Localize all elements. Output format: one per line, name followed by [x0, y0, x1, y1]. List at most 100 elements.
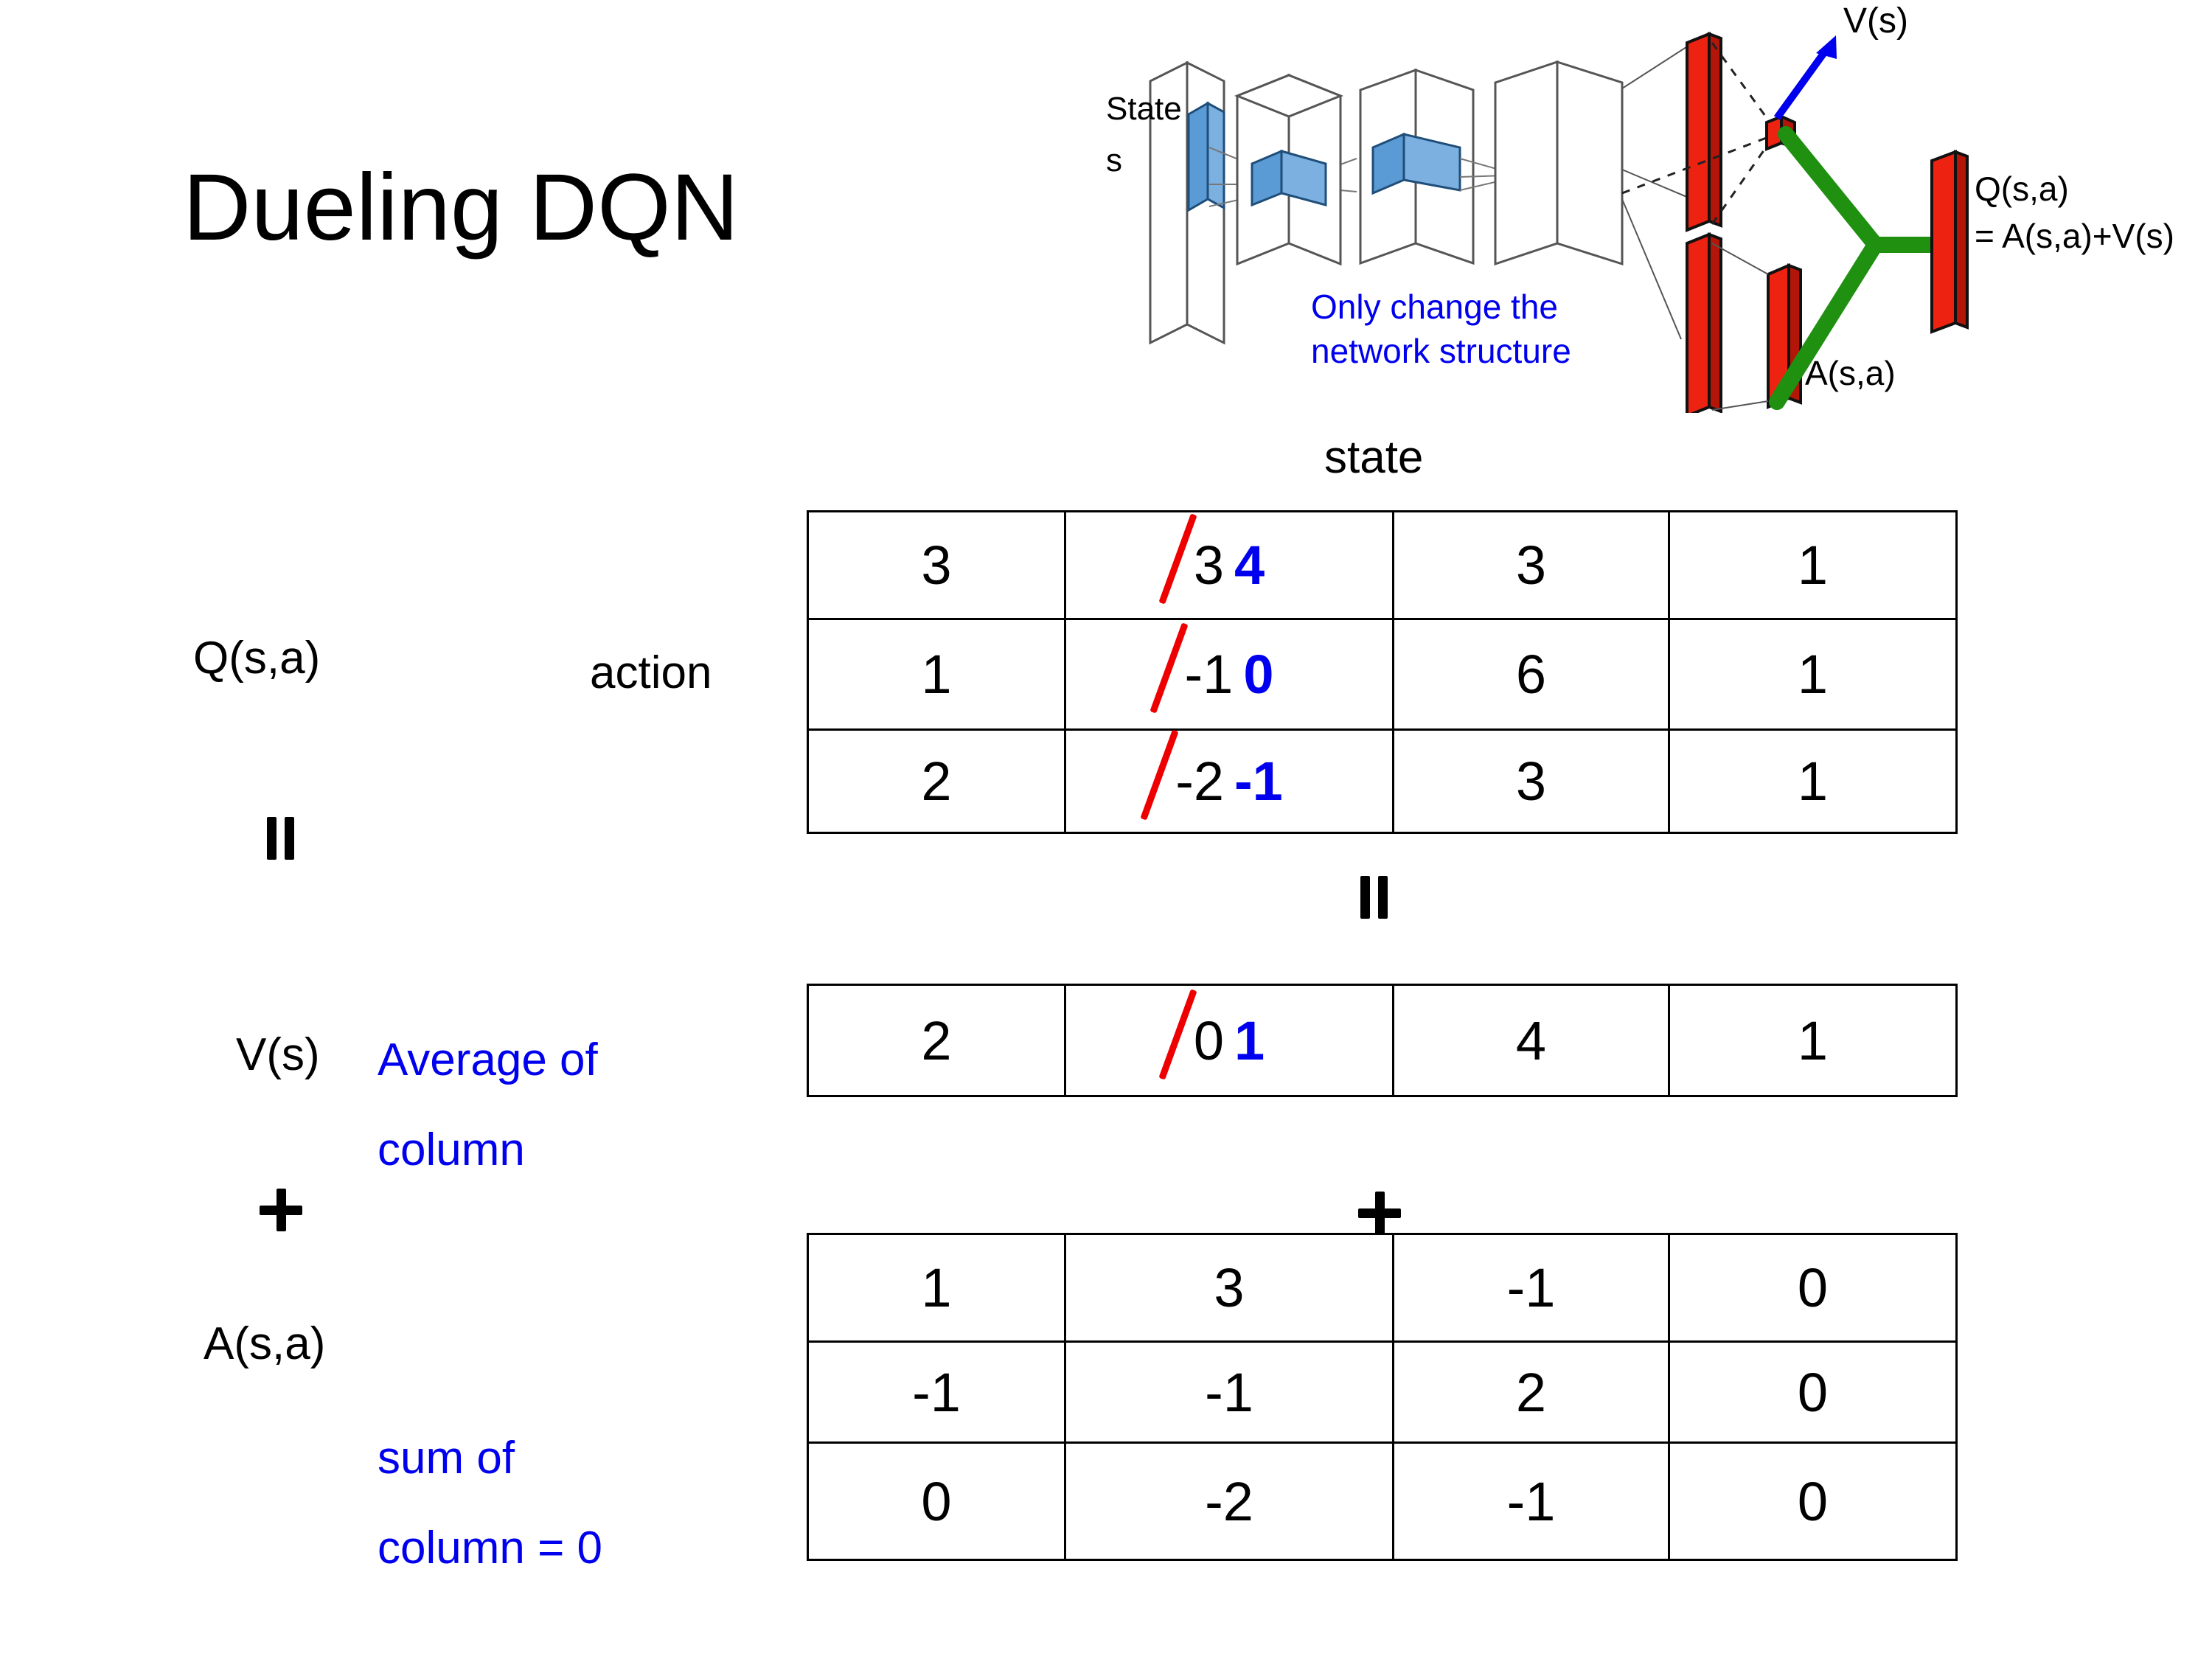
q-cell-r1c0: 1 [807, 618, 1066, 731]
a-cell-r1c2: 2 [1392, 1340, 1670, 1444]
cell-value: -1 [1506, 1257, 1556, 1318]
cell-value: 0 [1797, 1257, 1829, 1318]
cell-value: 2 [1515, 1361, 1547, 1423]
q-cell-r2c1: -2 -1 [1064, 728, 1394, 834]
fc-bar-advantage-icon [1686, 232, 1722, 413]
a-cell-r2c1: -2 [1064, 1441, 1394, 1561]
plus-sign-between-tables [1358, 1192, 1401, 1234]
q-cell-r0c2: 3 [1392, 510, 1670, 620]
q-cell-r0c1: 3 4 [1064, 510, 1394, 620]
input-feature-slab-icon [1187, 101, 1225, 212]
average-note-line1: Average of [378, 1034, 598, 1085]
cell-value: 0 [1797, 1361, 1829, 1423]
v-cell-c1: 0 1 [1064, 984, 1394, 1097]
cell-value: 1 [1797, 751, 1829, 812]
diagram-note-line2: network structure [1311, 332, 1571, 370]
v-cell-c0: 2 [807, 984, 1066, 1097]
q-cell-r1c2: 6 [1392, 618, 1670, 731]
table-row: 1 -1 0 6 1 [807, 618, 1958, 731]
cell-value: 1 [1797, 535, 1829, 596]
a-cell-r2c3: 0 [1668, 1441, 1958, 1561]
v-cell-c2: 4 [1392, 984, 1670, 1097]
q-value-table: 3 3 4 3 1 1 -1 0 [807, 510, 1958, 834]
q-output-bar-icon [1930, 150, 1969, 334]
cell-value: 1 [921, 644, 952, 705]
a-cell-r1c3: 0 [1668, 1340, 1958, 1444]
table-row: 3 3 4 3 1 [807, 510, 1958, 620]
diagram-q-label-line1: Q(s,a) [1975, 170, 2069, 208]
advantage-table: 1 3 -1 0 -1 -1 2 0 [807, 1233, 1958, 1561]
cell-value-struck: -2 [1175, 751, 1224, 812]
cell-value: 2 [921, 1009, 952, 1071]
conv-slab-1-icon [1251, 149, 1327, 207]
average-note-line2: column [378, 1124, 525, 1175]
sum-note-line1: sum of [378, 1433, 515, 1484]
q-cell-r2c3: 1 [1668, 728, 1958, 834]
a-cell-r0c1: 3 [1064, 1233, 1394, 1343]
combine-green-link-icon [1769, 126, 1946, 410]
diagram-state-label-line2: s [1106, 142, 1122, 178]
diagram-state-label-line1: State [1106, 91, 1182, 127]
diagram-note-line1: Only change the [1311, 288, 1558, 326]
cell-value: -1 [1205, 1361, 1253, 1423]
cell-value-replacement: 0 [1243, 644, 1274, 705]
value-dashed-links-icon [1621, 42, 1773, 225]
equals-sign-q-decomposition [267, 817, 294, 860]
cell-value-replacement: -1 [1234, 751, 1283, 812]
a-cell-r1c1: -1 [1064, 1340, 1394, 1444]
cell-value-replacement: 4 [1234, 535, 1265, 596]
cell-value: 3 [1515, 535, 1547, 596]
branch-fan-icon [1621, 45, 1689, 340]
cell-value: 3 [921, 535, 952, 596]
page-title: Dueling DQN [183, 155, 740, 260]
q-cell-r1c3: 1 [1668, 618, 1958, 731]
diagram-advantage-label: A(s,a) [1805, 354, 1896, 392]
table-row: 1 3 -1 0 [807, 1233, 1958, 1343]
a-cell-r2c0: 0 [807, 1441, 1066, 1561]
cell-value-struck: 0 [1193, 1009, 1224, 1071]
fc-bar-value-icon [1686, 32, 1722, 232]
cell-value: -2 [1205, 1470, 1253, 1532]
state-header-label: state [1324, 432, 1424, 483]
conv-block-3-icon [1494, 60, 1624, 266]
cell-value: 3 [1214, 1257, 1245, 1318]
q-function-label: Q(s,a) [193, 633, 321, 684]
v-cell-c3: 1 [1668, 984, 1958, 1097]
cell-value: -1 [1506, 1470, 1556, 1532]
q-cell-r2c2: 3 [1392, 728, 1670, 834]
value-arrow-icon [1773, 35, 1837, 120]
cell-value: 0 [1797, 1470, 1829, 1532]
cell-value: 1 [921, 1257, 952, 1318]
cell-value: 0 [921, 1470, 952, 1532]
v-function-label: V(s) [236, 1029, 320, 1080]
q-cell-r1c1: -1 0 [1064, 618, 1394, 731]
cell-value: 2 [921, 751, 952, 812]
q-cell-r0c0: 3 [807, 510, 1066, 620]
cell-value-replacement: 1 [1234, 1009, 1265, 1071]
sum-note-line2: column = 0 [378, 1523, 603, 1573]
action-header-label: action [590, 647, 712, 698]
cell-value-struck: 3 [1193, 535, 1224, 596]
plus-sign-v-plus-a [260, 1189, 302, 1231]
cell-value-struck: -1 [1184, 644, 1234, 705]
a-cell-r0c2: -1 [1392, 1233, 1670, 1343]
cell-value: 1 [1797, 644, 1829, 705]
cell-value: -1 [912, 1361, 961, 1423]
table-row: 2 -2 -1 3 1 [807, 728, 1958, 834]
a-function-label: A(s,a) [204, 1318, 326, 1369]
advantage-links-icon [1711, 243, 1769, 411]
v-value-table: 2 0 1 4 1 [807, 984, 1958, 1097]
cell-value: 1 [1797, 1009, 1829, 1071]
cell-value: 4 [1515, 1009, 1547, 1071]
a-cell-r2c2: -1 [1392, 1441, 1670, 1561]
diagram-q-label-line2: = A(s,a)+V(s) [1975, 217, 2174, 255]
table-row: -1 -1 2 0 [807, 1340, 1958, 1444]
table-row: 0 -2 -1 0 [807, 1441, 1958, 1561]
a-cell-r0c0: 1 [807, 1233, 1066, 1343]
table-row: 2 0 1 4 1 [807, 984, 1958, 1097]
equals-sign-between-tables [1360, 876, 1388, 919]
dueling-network-diagram: State s Only change the network structur… [1106, 0, 2212, 413]
a-cell-r1c0: -1 [807, 1340, 1066, 1444]
diagram-value-label: V(s) [1843, 1, 1908, 41]
conv-slab-2-icon [1371, 132, 1461, 195]
